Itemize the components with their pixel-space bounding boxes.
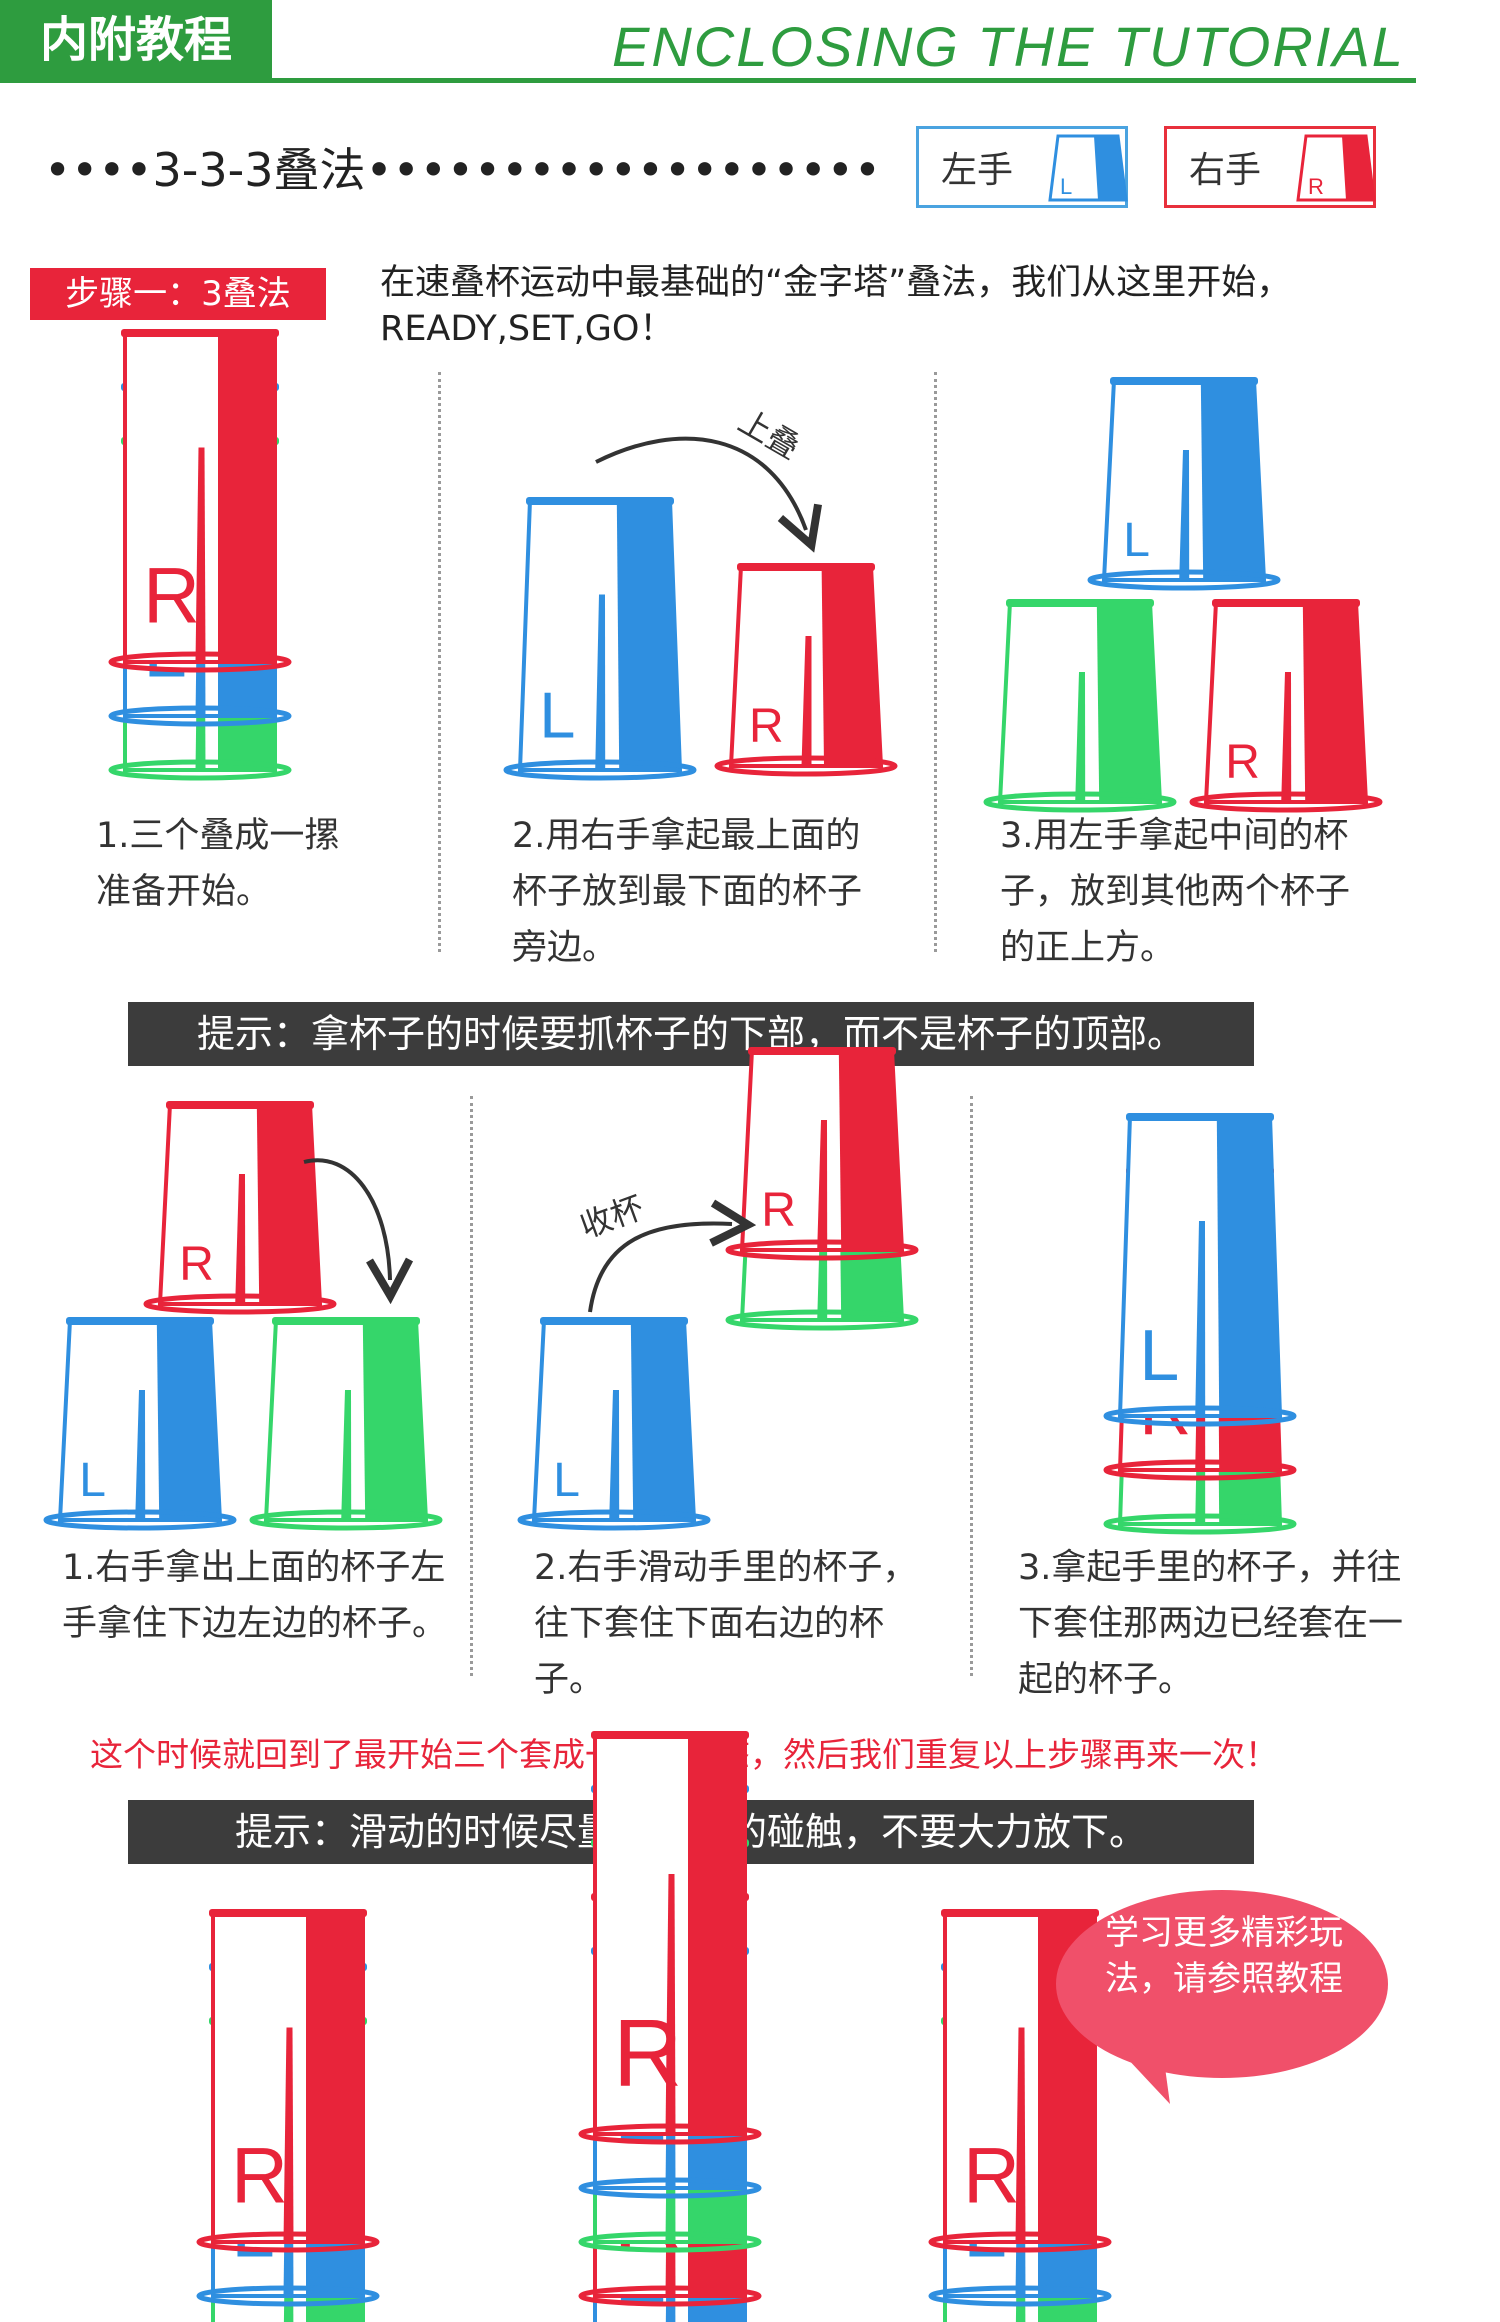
speech-bubble-tail [1110, 2040, 1170, 2104]
speech-bubble [1056, 1890, 1388, 2078]
left-hand-legend: 左手 [916, 126, 1128, 208]
arrow-collect [588, 1224, 732, 1313]
cup-letter-r: R [613, 2000, 682, 2107]
blue-cup: L [503, 497, 697, 781]
cup-letter-r: R [761, 1184, 796, 1237]
cup-letter-l: L [539, 679, 575, 752]
tutorial-title-en: ENCLOSING THE TUTORIAL [612, 15, 1405, 78]
speech-bubble-text: 学习更多精彩玩法，请参照教程 [1105, 1913, 1343, 1999]
row2-caption-3: 3.拿起手里的杯子，并往下套住那两边已经套在一起的杯子。 [1018, 1548, 1404, 1700]
red-cup: R [714, 563, 898, 777]
red-cup: R [143, 1101, 337, 1315]
column-separator [970, 1096, 973, 1676]
red-cup: R [578, 1731, 762, 2145]
row2-caption-1: 1.右手拿出上面的杯子左手拿住下边左边的杯子。 [62, 1548, 448, 1644]
column-separator [438, 372, 441, 952]
tip-bar-1: 提示：拿杯子的时候要抓杯子的下部，而不是杯子的顶部。 [128, 1002, 1254, 1066]
cup-letter-r: R [179, 1238, 214, 1291]
blue-cup: L [517, 1317, 711, 1531]
row1-caption-2: 2.用右手拿起最上面的杯子放到最下面的杯子旁边。 [512, 816, 863, 968]
cup-letter-r: R [749, 700, 784, 753]
red-cup: R [108, 329, 292, 673]
cup-letter-l: L [553, 1454, 580, 1507]
cup-letter-l: L [79, 1454, 106, 1507]
svg-text:R: R [1308, 174, 1324, 199]
blue-cup: L [1103, 1113, 1297, 1427]
arrow-up-stack [595, 436, 806, 530]
red-cup: R [196, 1909, 380, 2253]
green-cup [983, 599, 1177, 813]
header-divider [0, 78, 1416, 83]
row2-caption-2: 2.右手滑动手里的杯子，往下套住下面右边的杯子。 [534, 1548, 918, 1700]
cup-letter-l: L [1139, 1316, 1179, 1396]
cup-letter-r: R [1225, 736, 1260, 789]
cup-letter-r: R [143, 550, 200, 639]
cup-letter-r: R [963, 2130, 1020, 2219]
method-title: ••••3-3-3叠法••••••••••••••••••• [44, 143, 882, 197]
cup-letter-l: L [1123, 514, 1150, 567]
svg-text:L: L [1060, 174, 1072, 199]
red-cup: R [1189, 599, 1383, 813]
column-separator [934, 372, 937, 952]
arrow-down-right [303, 1158, 390, 1280]
legend-red-cup-icon: R [1296, 134, 1376, 202]
red-cup: R [725, 1047, 919, 1261]
tutorial-title-cn: 内附教程 [0, 0, 272, 80]
step-one-intro: 在速叠杯运动中最基础的“金字塔”叠法，我们从这里开始，READY,SET,GO！ [380, 263, 1292, 349]
row1-caption-1: 1.三个叠成一摞准备开始。 [96, 816, 340, 912]
cup-letter-r: R [231, 2130, 288, 2219]
green-cup [249, 1317, 443, 1531]
blue-cup: L [43, 1317, 237, 1531]
step-one-badge: 步骤一：3叠法 [30, 268, 326, 320]
legend-blue-cup-icon: L [1048, 134, 1128, 202]
row1-caption-3: 3.用左手拿起中间的杯子，放到其他两个杯子的正上方。 [1000, 816, 1351, 968]
right-hand-legend: 右手 [1164, 126, 1376, 208]
left-hand-label: 左手 [941, 150, 1014, 191]
blue-cup: L [1087, 377, 1281, 591]
right-hand-label: 右手 [1189, 150, 1262, 191]
column-separator [470, 1096, 473, 1676]
arrow-label-stack: 上叠 [732, 403, 805, 466]
